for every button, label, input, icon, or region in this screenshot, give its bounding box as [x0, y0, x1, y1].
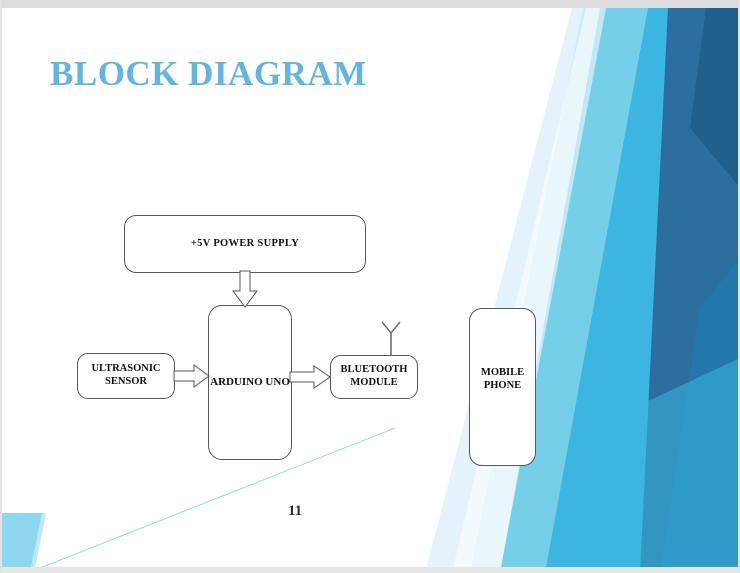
arrow-arduino-to-bluetooth: [289, 365, 331, 389]
bluetooth-antenna-icon: [381, 321, 401, 356]
block-power-supply-label: +5V POWER SUPPLY: [190, 237, 300, 249]
block-bluetooth-module[interactable]: BLUETOOTH MODULE: [330, 355, 418, 399]
viewer-chrome-left: [0, 0, 2, 573]
block-power-supply[interactable]: +5V POWER SUPPLY: [124, 215, 366, 273]
bg-shape-bottom-left-edge: [30, 513, 46, 573]
bg-hairline-lower: [39, 427, 396, 569]
block-bluetooth-module-label: BLUETOOTH MODULE: [340, 364, 408, 388]
viewer-chrome-right: [738, 0, 740, 573]
block-mobile-phone-label: MOBILE PHONE: [480, 367, 525, 391]
arrow-power-to-arduino: [232, 270, 258, 308]
block-ultrasonic-sensor[interactable]: ULTRASONIC SENSOR: [77, 353, 175, 399]
block-mobile-phone[interactable]: MOBILE PHONE: [469, 308, 536, 466]
viewer-chrome-top: [0, 0, 740, 8]
block-arduino-uno-label: ARDUINO UNO: [210, 375, 290, 388]
viewer-chrome-bottom: [0, 567, 740, 573]
block-ultrasonic-sensor-label: ULTRASONIC SENSOR: [91, 363, 161, 387]
arrow-ultrasonic-to-arduino: [173, 364, 210, 388]
bg-shape-bottom-left: [0, 513, 42, 573]
block-arduino-uno[interactable]: ARDUINO UNO: [208, 305, 292, 460]
page-title: BLOCK DIAGRAM: [50, 54, 367, 93]
bg-band-deep: [690, 8, 740, 188]
bg-band-lowlight: [575, 358, 740, 573]
page-number: 11: [288, 503, 303, 519]
